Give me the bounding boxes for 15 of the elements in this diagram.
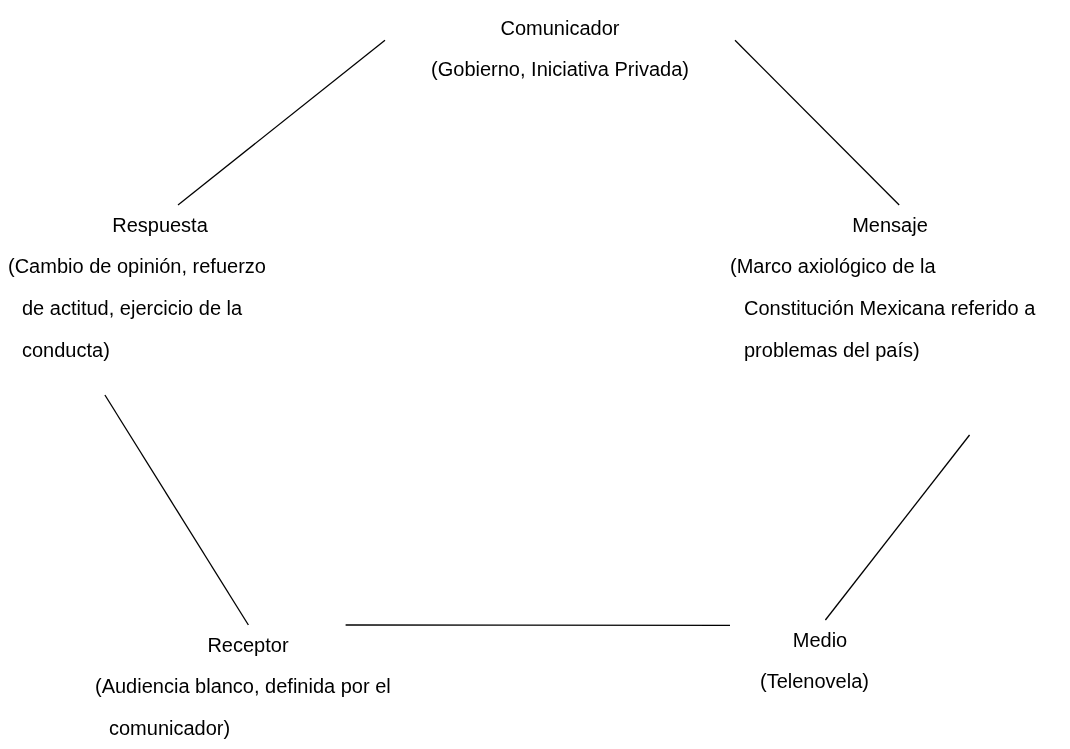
node-description: (Cambio de opinión, refuerzo de actitud, ejercicio de la conducta) xyxy=(8,254,267,363)
node-description: (Telenovela) xyxy=(760,669,870,694)
connector-line xyxy=(824,434,971,621)
connector-line xyxy=(344,624,731,627)
node-title: Receptor xyxy=(207,633,289,658)
node-title: Medio xyxy=(792,628,848,653)
node-description: (Marco axiológico de la Constitución Mexicana referido a problemas del país) xyxy=(730,254,1037,363)
node-title: Comunicador xyxy=(500,16,620,41)
connector-line xyxy=(104,394,250,626)
node-title: Mensaje xyxy=(852,213,928,238)
node-description: (Audiencia blanco, definida por el comunicador) xyxy=(95,674,392,741)
connector-line xyxy=(177,39,386,206)
connector-line xyxy=(734,39,900,206)
node-description: (Gobierno, Iniciativa Privada) xyxy=(430,57,690,82)
node-title: Respuesta xyxy=(112,213,208,238)
